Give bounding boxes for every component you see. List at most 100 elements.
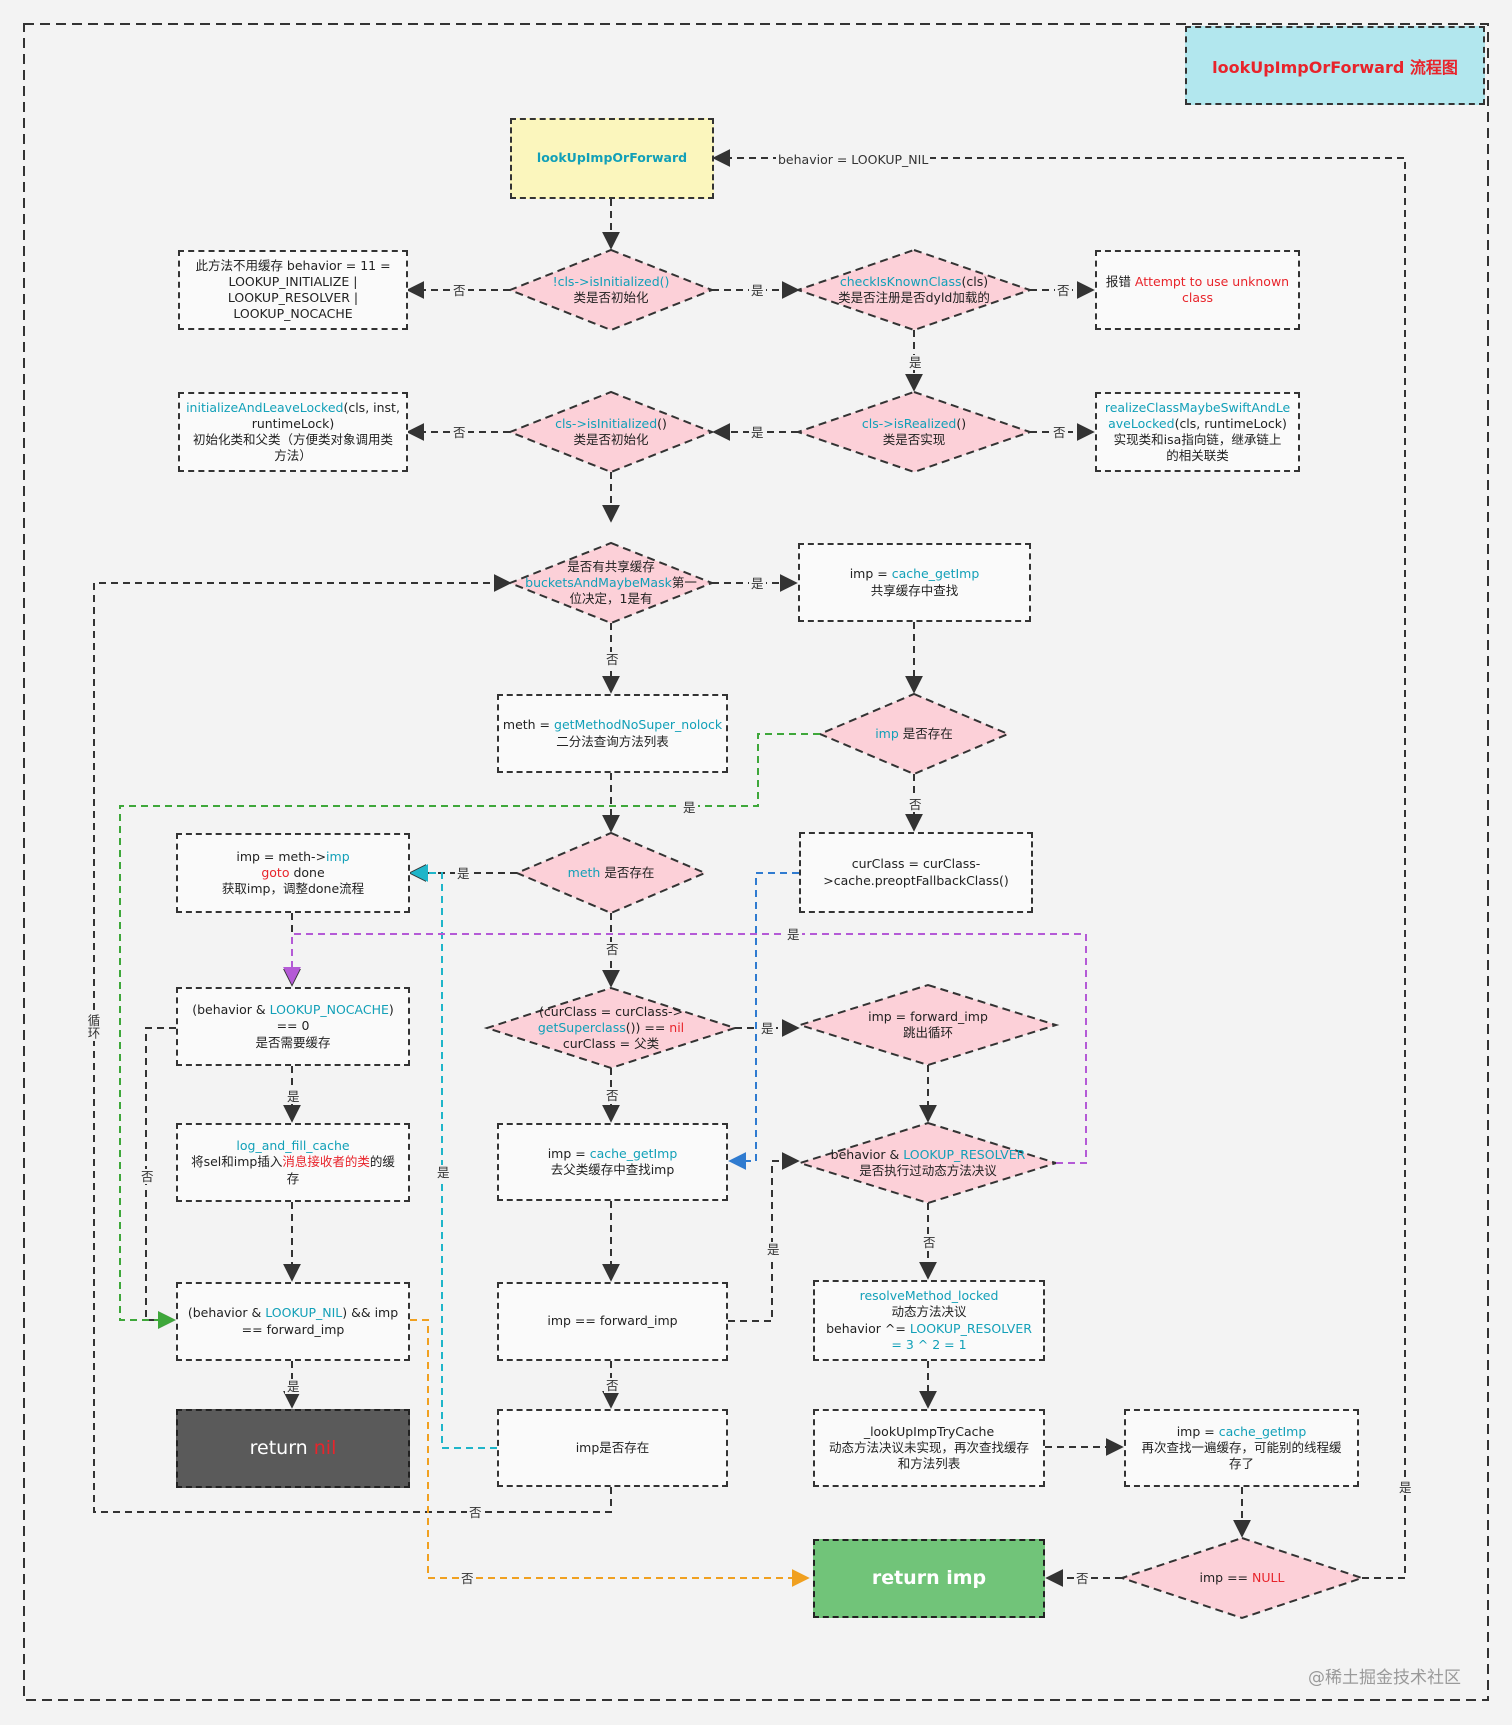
edge-label-yes: 是 <box>435 1165 452 1180</box>
edge-imp-exist2-yes-cyan <box>410 864 497 1449</box>
node-nil-check: (behavior & LOOKUP_NIL) && imp == forwar… <box>176 1282 410 1361</box>
node-text: imp = forward_imp <box>868 1008 988 1024</box>
node-text: 方法） <box>274 448 312 464</box>
node-text-part: imp == <box>1199 1569 1253 1585</box>
edge-preopt-blue <box>728 872 799 1170</box>
node-text-part: () <box>956 415 967 431</box>
node-text-part: checkIsKnownClass <box>839 273 962 289</box>
label-shared-cache: 是否有共享缓存 bucketsAndMaybeMask第一 位决定，1是有 <box>515 558 707 608</box>
node-text-part: done <box>289 864 325 880</box>
node-text-part: LOOKUP_NOCACHE <box>269 1002 389 1018</box>
node-text: 共享缓存中查找 <box>870 582 959 598</box>
node-text-part: 是否存在 <box>600 864 655 880</box>
node-text-part: (behavior & <box>192 1002 270 1018</box>
node-text: class <box>1181 290 1214 305</box>
node-text: (behavior & LOOKUP_NOCACHE) <box>192 1002 394 1018</box>
node-text: imp是否存在 <box>575 1439 650 1455</box>
edge-label-no: 否 <box>1074 1571 1091 1586</box>
node-text-part: 消息接收者的类 <box>282 1154 370 1170</box>
node-text: getSuperclass()) == nil <box>538 1020 684 1036</box>
node-text-part: LOOKUP_RESOLVER <box>909 1320 1032 1336</box>
node-lookup-imp-or-forward: lookUpImpOrForward <box>510 118 714 199</box>
decision-realized <box>794 390 1034 474</box>
edge-label-no: 否 <box>604 1088 621 1103</box>
node-text-part: cls->isRealized <box>861 415 957 431</box>
label-realized: cls->isRealized() 类是否实现 <box>808 412 1020 452</box>
label-superclass-nil: (curClass = curClass-> getSuperclass()) … <box>492 1003 730 1053</box>
node-text-part: 将sel和imp插入 <box>191 1154 283 1170</box>
edge-label-yes: 是 <box>749 283 766 298</box>
node-error-unknown-class: 报错 Attempt to use unknown class <box>1095 250 1300 330</box>
node-need-cache: (behavior & LOOKUP_NOCACHE) == 0 是否需要缓存 <box>176 987 410 1066</box>
node-text: imp = cache_getImp <box>850 566 980 582</box>
node-text: return imp <box>871 1567 987 1590</box>
edge-label-no: 否 <box>467 1505 484 1520</box>
node-text: 实现类和isa指向链，继承链上 <box>1113 432 1282 447</box>
decision-not-initialized <box>507 248 715 332</box>
node-text-part: (cls, runtimeLock) <box>1174 415 1287 431</box>
node-text-part: Attempt to use unknown <box>1134 273 1290 289</box>
node-text-part: meth = <box>502 717 555 733</box>
node-text-part: imp = <box>849 566 892 582</box>
node-text: 类是否初始化 <box>573 290 649 305</box>
decision-meth-exists <box>514 831 708 915</box>
node-text-part: 报错 <box>1105 273 1135 289</box>
node-text: 去父类缓存中查找imp <box>550 1162 675 1177</box>
label-imp-null: imp == NULL <box>1132 1568 1352 1588</box>
node-text: 的相关联类 <box>1166 448 1229 464</box>
node-text-part: getSuperclass <box>537 1019 626 1035</box>
node-text-part: aveLocked <box>1108 415 1175 431</box>
node-text: initializeAndLeaveLocked(cls, inst, <box>186 400 400 416</box>
node-text: 位决定，1是有 <box>569 591 653 607</box>
node-return-imp: return imp <box>813 1539 1045 1618</box>
edge-label-no: 否 <box>604 652 621 667</box>
edge-label-no: 否 <box>459 1571 476 1586</box>
node-text-part: initializeAndLeaveLocked <box>186 399 344 415</box>
decision-shared-cache <box>507 541 715 625</box>
node-text-part: 的缓 <box>369 1154 395 1170</box>
node-text: 将sel和imp插入消息接收者的类的缓 <box>191 1154 395 1170</box>
node-lookup-imp-try-cache: _lookUpImpTryCache 动态方法决议未实现，再次查找缓存 和方法列… <box>813 1409 1045 1487</box>
node-cache-getimp-again: imp = cache_getImp 再次查找一遍缓存，可能别的线程缓 存了 <box>1124 1409 1359 1487</box>
node-text: 存了 <box>1228 1456 1254 1472</box>
node-text: LOOKUP_NOCACHE <box>233 306 353 322</box>
node-text: 动态方法决议 <box>891 1304 967 1320</box>
decision-initialized <box>507 390 715 474</box>
edge-label-yes: 是 <box>749 425 766 440</box>
edge-label-yes: 是 <box>285 1089 302 1104</box>
edge-resolver-yes-purple <box>283 933 1087 1164</box>
node-text: behavior ^= LOOKUP_RESOLVER <box>826 1321 1032 1337</box>
edge-label-no: 否 <box>451 283 468 298</box>
node-text: 类是否实现 <box>882 432 946 447</box>
label-imp-exists: imp 是否存在 <box>830 724 998 744</box>
label-forward-imp: imp = forward_imp 跳出循环 <box>810 1005 1046 1045</box>
node-text: meth = getMethodNoSuper_nolock <box>503 717 722 733</box>
edge-nil-check-no-orange <box>410 1319 810 1587</box>
decision-imp-exists <box>817 692 1011 776</box>
edge-label-yes: 是 <box>455 866 472 881</box>
node-text-part: 是否存在 <box>898 725 953 741</box>
decision-known-class <box>794 248 1034 332</box>
node-text: lookUpImpOrForward <box>536 150 688 166</box>
label-resolver: behavior & LOOKUP_RESOLVER 是否执行过动态方法决议 <box>810 1143 1046 1183</box>
label-not-initialized: !cls->isInitialized() 类是否初始化 <box>520 270 702 310</box>
node-text: 再次查找一遍缓存，可能别的线程缓 <box>1141 1439 1342 1455</box>
edge-label-yes: 是 <box>681 800 698 815</box>
edge-label-yes: 是 <box>907 355 924 370</box>
node-text-part: ()) == <box>625 1019 670 1035</box>
node-text-part: meth <box>567 864 601 880</box>
node-text-part: bucketsAndMaybeMask <box>525 574 672 590</box>
node-text: (curClass = curClass-> <box>539 1003 683 1019</box>
node-text: imp == NULL <box>1200 1570 1285 1586</box>
node-log-and-fill-cache: log_and_fill_cache 将sel和imp插入消息接收者的类的缓 存 <box>176 1123 410 1202</box>
node-text: aveLocked(cls, runtimeLock) <box>1108 416 1287 432</box>
watermark: @稀土掘金技术社区 <box>1308 1668 1461 1688</box>
label-initialized: cls->isInitialized() 类是否初始化 <box>520 412 702 452</box>
node-text-part: imp = meth-> <box>236 848 327 864</box>
node-no-cache: 此方法不用缓存 behavior = 11 = LOOKUP_INITIALIZ… <box>178 250 408 330</box>
label-known-class: checkIsKnownClass(cls) 类是否注册是否dyld加载的 <box>808 270 1020 310</box>
node-text: cls->isInitialized() <box>555 416 667 432</box>
node-text: curClass = curClass- <box>851 856 981 872</box>
node-text: 此方法不用缓存 behavior = 11 = <box>195 257 391 273</box>
